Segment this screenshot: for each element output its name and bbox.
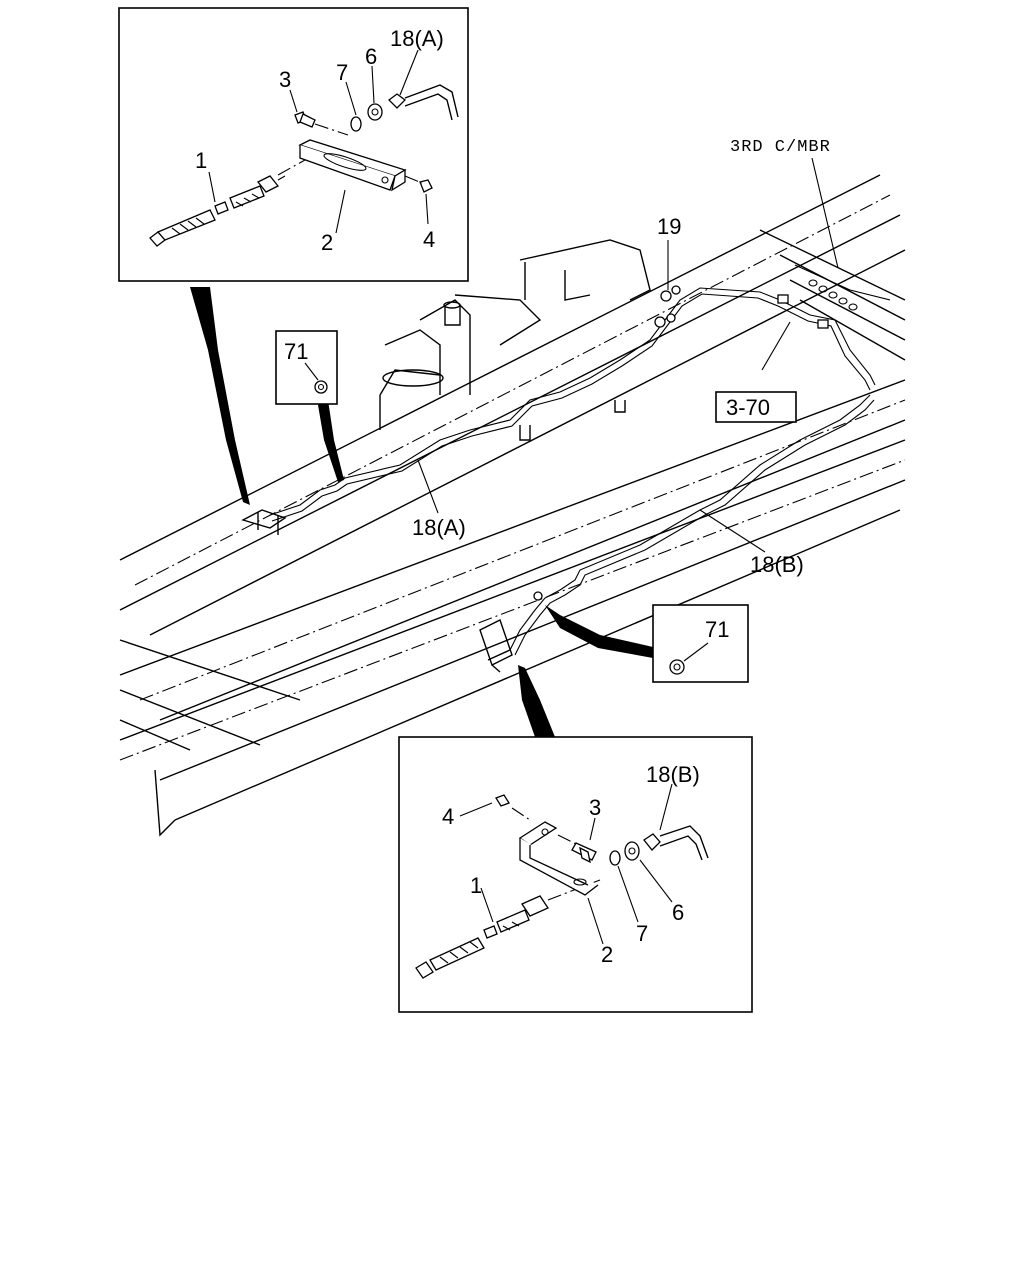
label-3-top: 3 — [279, 67, 291, 92]
ref-box — [715, 391, 797, 423]
callout-arrow-71-bottom — [545, 605, 653, 658]
label-3rd-crossmember: 3RD C/MBR — [730, 138, 831, 157]
label-18a-top: 18(A) — [390, 26, 444, 51]
label-71-bottom: 71 — [705, 617, 729, 642]
label-1-bottom: 1 — [470, 873, 482, 898]
callout-71-top: 71 — [275, 330, 338, 405]
callout-71-bottom: 71 — [652, 604, 749, 683]
label-2-bottom: 2 — [601, 942, 613, 967]
label-4-top: 4 — [423, 227, 435, 252]
label-7-bottom: 7 — [636, 921, 648, 946]
label-4-bottom: 4 — [442, 804, 454, 829]
label-18b-bottom: 18(B) — [646, 762, 700, 787]
label-19: 19 — [657, 214, 681, 239]
label-1-top: 1 — [195, 148, 207, 173]
label-6-top: 6 — [365, 44, 377, 69]
chassis-frame — [119, 174, 906, 837]
callout-arrow-bottom — [518, 665, 555, 737]
label-ref-3-70[interactable]: 3-70 — [726, 395, 770, 420]
callout-arrow-71-top — [318, 400, 344, 482]
detail-box-top: 1 2 3 4 6 7 18(A) — [118, 7, 469, 282]
label-2-top: 2 — [321, 230, 333, 255]
fuel-tank-assembly — [379, 239, 651, 441]
label-18b-main: 18(B) — [750, 552, 804, 577]
label-3-bottom: 3 — [589, 795, 601, 820]
fuel-pipe-18b — [479, 394, 875, 673]
label-6-bottom: 6 — [672, 900, 684, 925]
label-7-top: 7 — [336, 60, 348, 85]
label-18a-main: 18(A) — [412, 515, 466, 540]
detail-box-bottom: 1 2 3 4 6 7 18(B) — [398, 736, 753, 1013]
callout-arrow-top-left — [190, 287, 250, 505]
leader-lines — [417, 157, 839, 553]
label-71-top: 71 — [284, 339, 308, 364]
